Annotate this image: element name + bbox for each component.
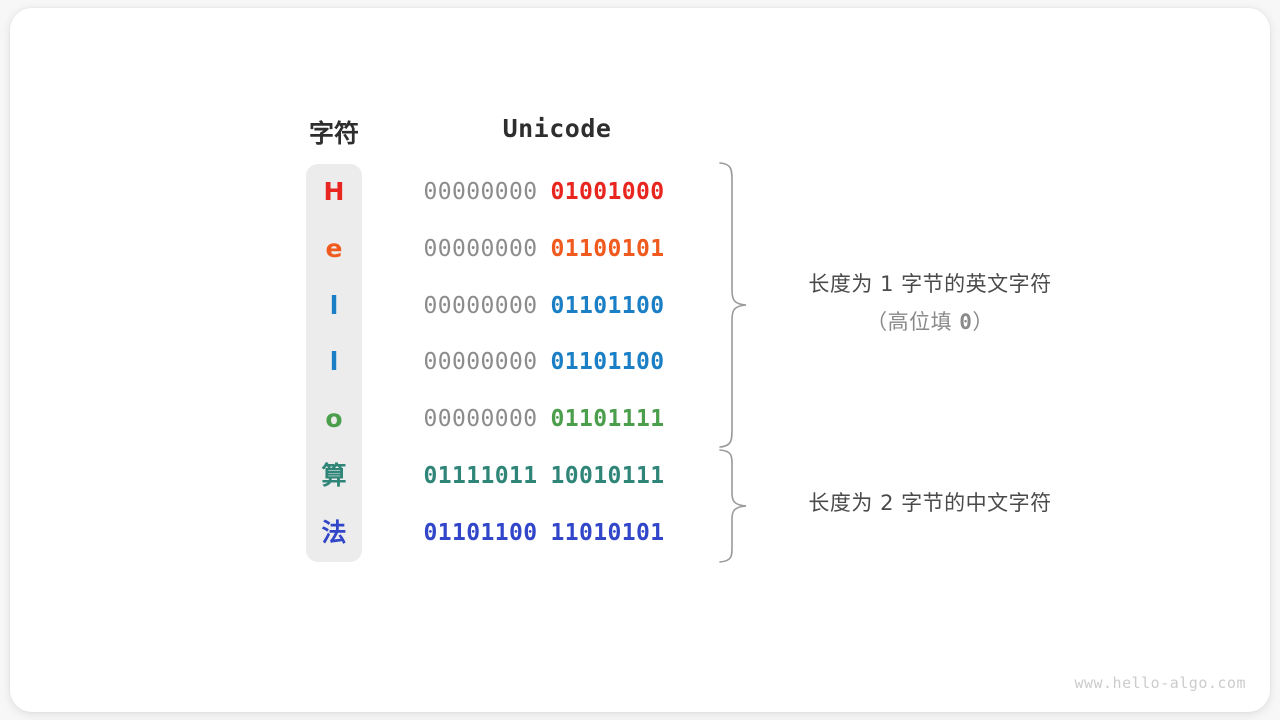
row-high-byte: 00000000 <box>423 179 538 205</box>
row-character: 算 <box>321 461 347 490</box>
row-high-byte: 00000000 <box>423 235 538 262</box>
annotation-one-byte-line2: （高位填 0） <box>760 306 1100 336</box>
annotation-one-byte-prefix: （高位填 <box>866 310 960 334</box>
row-low-byte: 01100101 <box>550 235 665 262</box>
table-row: H 00000000 01001000 <box>306 164 726 220</box>
table-row: l 00000000 01101100 <box>306 278 726 334</box>
row-character: o <box>325 404 343 434</box>
row-unicode-bits: 00000000 01100101 <box>362 221 726 277</box>
row-character: l <box>329 347 339 377</box>
table-row: 法 01101100 11010101 <box>306 505 726 561</box>
row-unicode-bits: 01111011 10010111 <box>362 448 726 504</box>
row-unicode-bits: 00000000 01101100 <box>362 334 726 390</box>
row-low-byte: 01101100 <box>550 292 665 319</box>
row-high-byte: 00000000 <box>423 349 538 376</box>
column-header-unicode: Unicode <box>502 114 612 143</box>
table-row: e 00000000 01100101 <box>306 221 726 277</box>
row-character: H <box>323 177 345 206</box>
row-low-byte: 10010111 <box>550 463 665 489</box>
diagram-card <box>10 8 1270 712</box>
row-low-byte: 01001000 <box>550 179 665 205</box>
row-unicode-bits: 01101100 11010101 <box>362 505 726 561</box>
row-unicode-bits: 00000000 01101111 <box>362 391 726 447</box>
row-unicode-bits: 00000000 01101100 <box>362 278 726 334</box>
table-row: l 00000000 01101100 <box>306 334 726 390</box>
column-header-char: 字符 <box>308 119 359 148</box>
annotation-one-byte: 长度为 1 字节的英文字符 （高位填 0） <box>760 268 1100 336</box>
table-row: o 00000000 01101111 <box>306 391 726 447</box>
row-high-byte: 01111011 <box>423 463 538 489</box>
row-high-byte: 00000000 <box>423 292 538 319</box>
character-column-background <box>306 164 362 562</box>
row-low-byte: 01101111 <box>550 406 665 433</box>
annotation-two-byte-line1: 长度为 2 字节的中文字符 <box>808 491 1052 515</box>
row-high-byte: 00000000 <box>423 406 538 433</box>
table-row: 算 01111011 10010111 <box>306 448 726 504</box>
annotation-one-byte-line1: 长度为 1 字节的英文字符 <box>808 272 1052 296</box>
brace-2-byte <box>716 447 750 565</box>
watermark: www.hello-algo.com <box>1074 674 1246 692</box>
row-unicode-bits: 00000000 01001000 <box>362 164 726 220</box>
annotation-one-byte-suffix: ） <box>972 310 994 334</box>
row-character: l <box>329 290 339 320</box>
row-character: 法 <box>321 517 347 547</box>
annotation-two-byte: 长度为 2 字节的中文字符 <box>760 487 1100 517</box>
annotation-one-byte-zero: 0 <box>959 310 973 334</box>
row-low-byte: 11010101 <box>550 519 665 546</box>
brace-1-byte <box>716 160 750 450</box>
row-high-byte: 01101100 <box>423 519 538 546</box>
row-low-byte: 01101100 <box>550 349 665 376</box>
row-character: e <box>325 233 343 263</box>
